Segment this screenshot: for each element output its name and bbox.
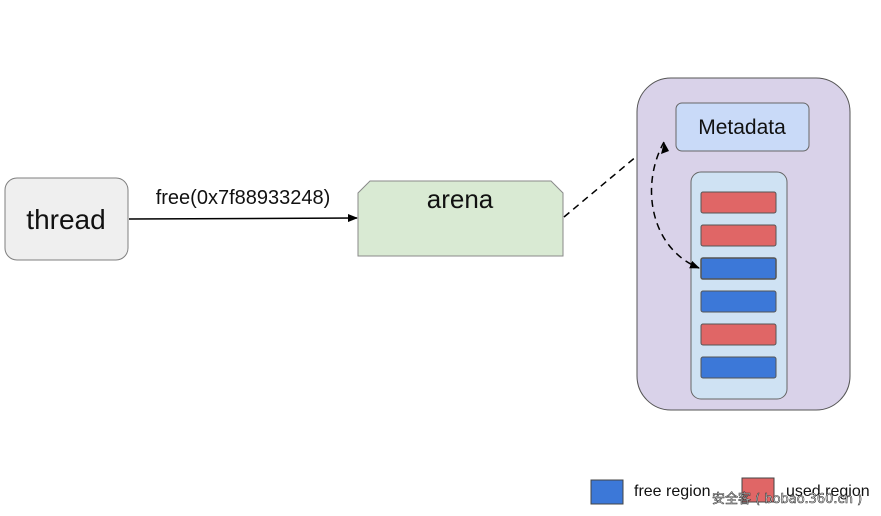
region-list [700, 191, 777, 379]
metadata-to-region-edge [650, 141, 700, 269]
legend-free-swatch [590, 479, 624, 505]
used-region-block [700, 191, 777, 214]
free-call-edge: free(0x7f88933248) [128, 187, 358, 223]
free-region-block [700, 257, 777, 280]
legend-used-swatch [741, 477, 775, 503]
legend: free region used region [590, 477, 870, 505]
free-call-label: free(0x7f88933248) [156, 187, 331, 209]
metadata-node: Metadata [675, 102, 810, 152]
free-region-block [700, 356, 777, 379]
arena-label: arena [427, 184, 494, 214]
used-region-block [700, 323, 777, 346]
legend-used-label: used region [786, 483, 870, 500]
legend-free-label: free region [634, 483, 711, 500]
thread-node: thread [4, 177, 129, 261]
arena-node: arena [357, 180, 564, 257]
metadata-arrowhead [661, 142, 669, 154]
metadata-label: Metadata [698, 116, 786, 139]
used-region-block [700, 224, 777, 247]
watermark: 安全客 ( bobao.360.cn ) [712, 491, 862, 507]
free-region-block [700, 290, 777, 313]
thread-label: thread [26, 204, 105, 235]
